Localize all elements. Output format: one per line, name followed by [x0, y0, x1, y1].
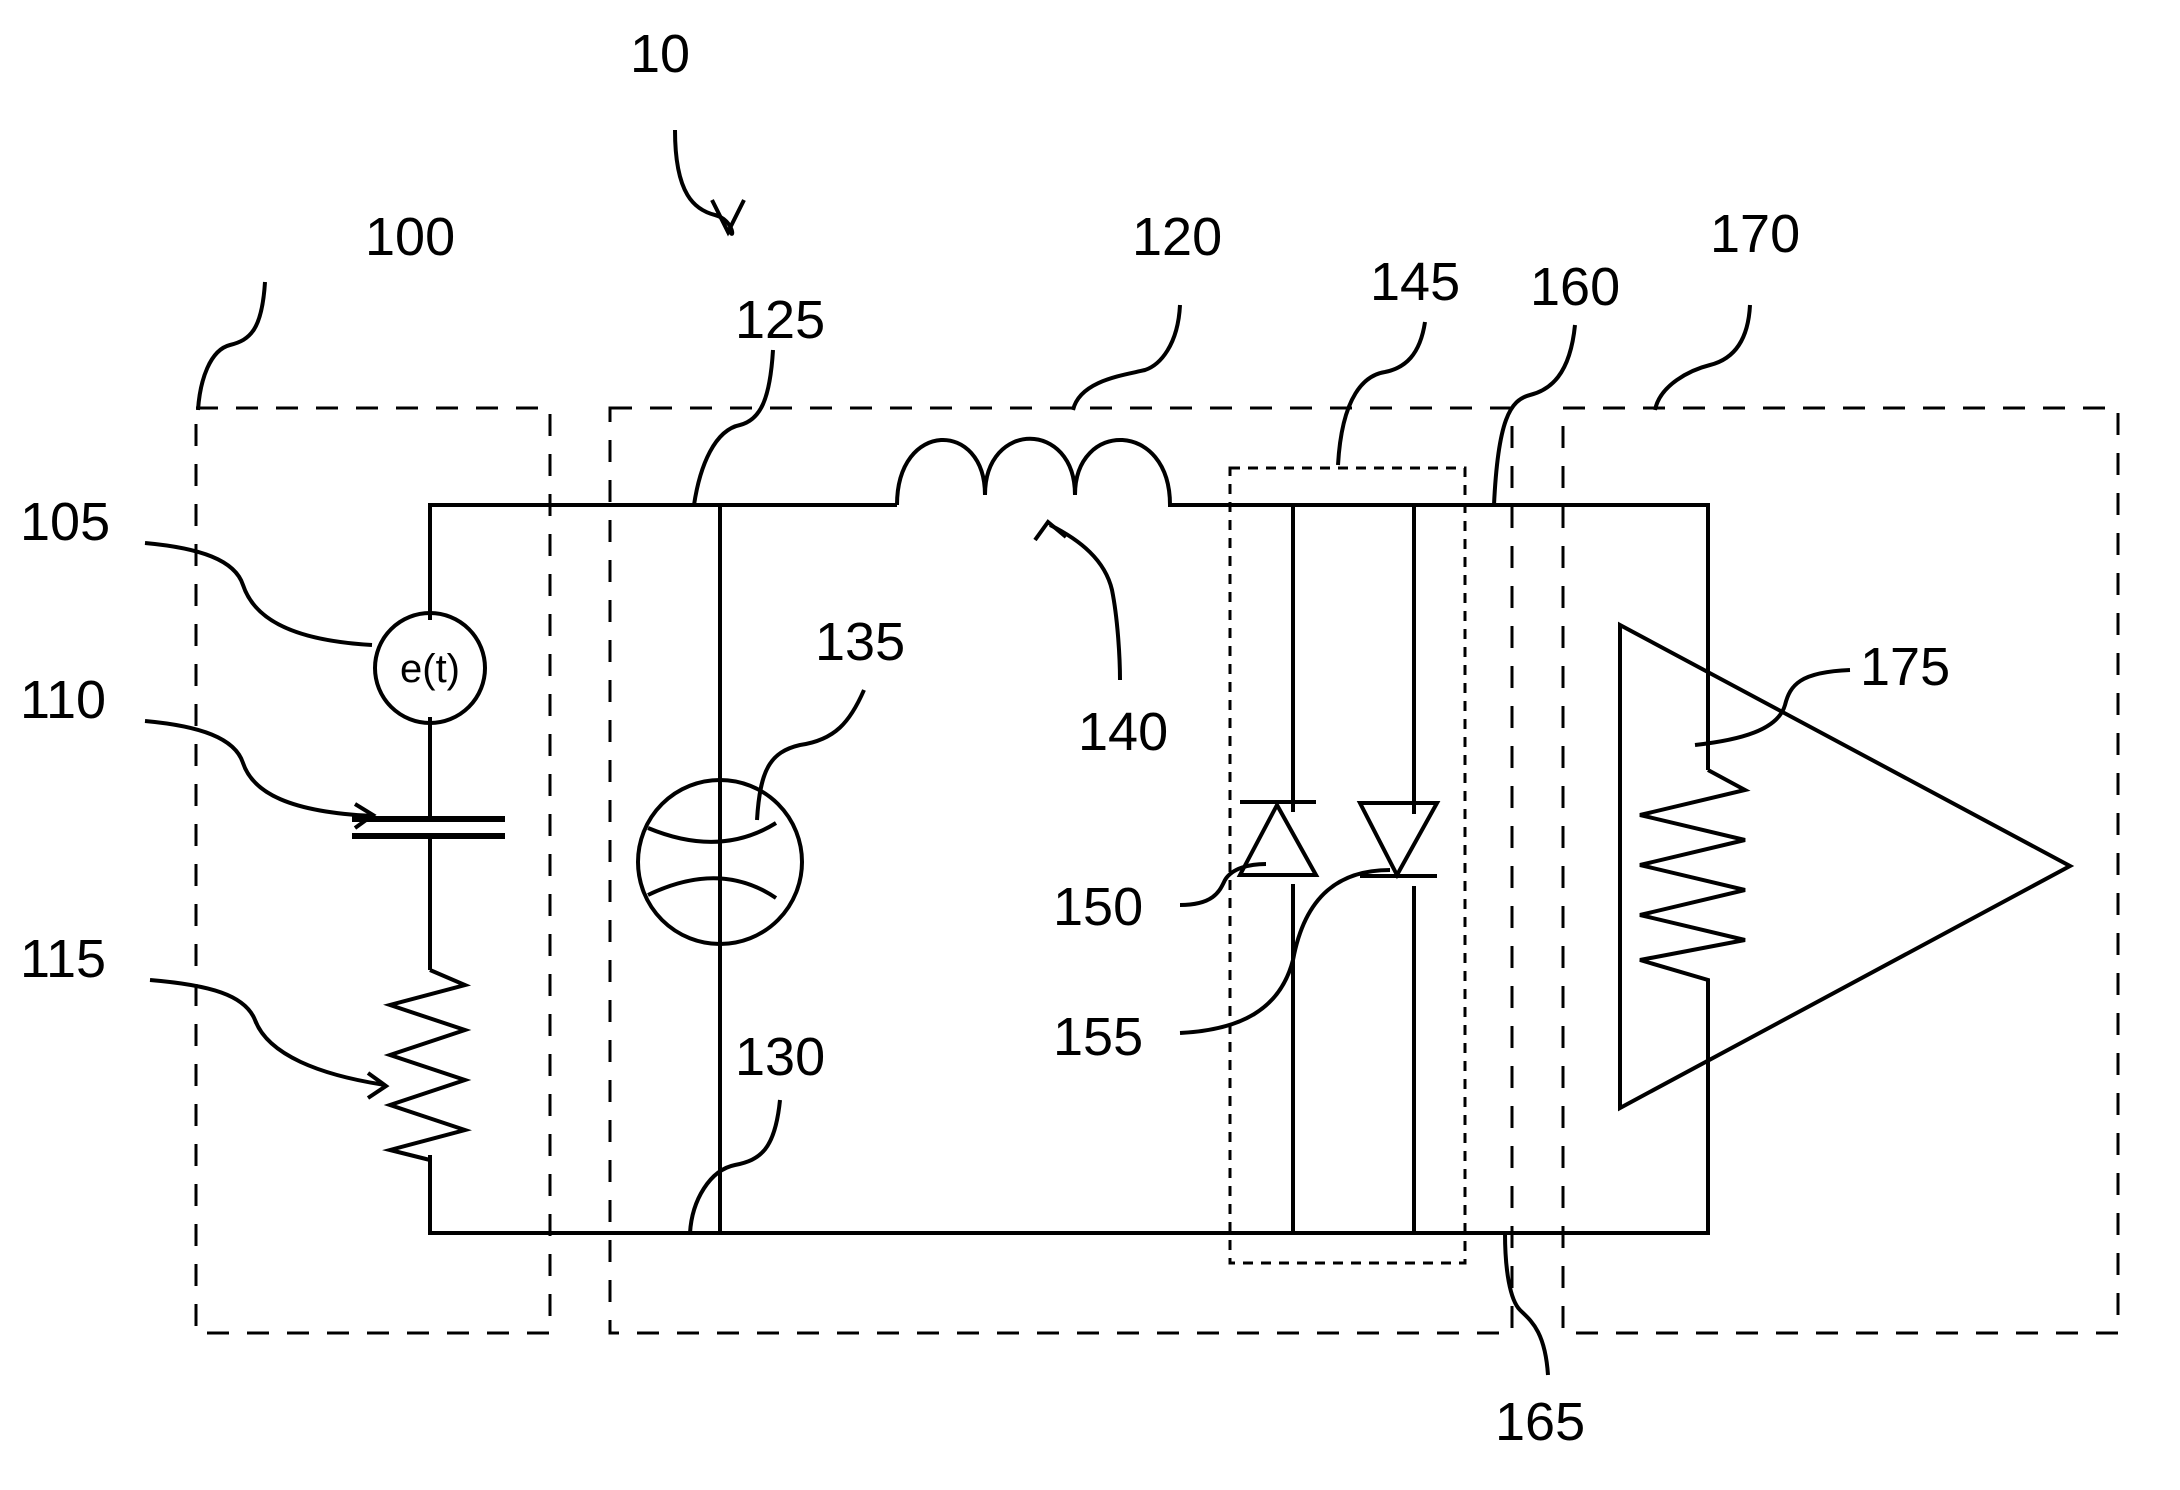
label-145: 145 [1370, 252, 1460, 312]
leader-170 [1653, 304, 1752, 411]
label-100: 100 [365, 207, 455, 267]
capacitor-symbol [352, 816, 505, 839]
leader-135 [755, 689, 866, 821]
label-165: 165 [1495, 1392, 1585, 1452]
source-resistor-symbol [382, 968, 472, 1162]
leader-110 [144, 719, 373, 818]
leader-150 [1179, 862, 1267, 907]
wiring [428, 503, 1710, 1235]
voltage-source: e(t) [373, 611, 487, 725]
voltage-source-text: e(t) [400, 647, 460, 691]
leader-115 [149, 978, 386, 1087]
label-105: 105 [20, 492, 110, 552]
inductor-symbol [895, 436, 1175, 507]
protection-block-boundary [608, 406, 1514, 1335]
reference-labels: 10 100 105 110 115 120 125 130 135 140 1… [20, 24, 1950, 1452]
source-top-wire [428, 503, 897, 620]
label-110: 110 [20, 670, 106, 730]
amplifier-symbol [1618, 621, 2075, 1112]
leader-155 [1179, 868, 1391, 1035]
source-bottom-wire [428, 1130, 1710, 1235]
diode-block-boundary [1228, 466, 1467, 1265]
leader-140 [1049, 523, 1122, 681]
label-130: 130 [735, 1027, 825, 1087]
arrow-10-head [710, 199, 746, 237]
leader-105 [144, 541, 373, 647]
label-125: 125 [735, 290, 825, 350]
arrow-110-head [353, 802, 377, 830]
leader-120 [1071, 304, 1182, 411]
label-120: 120 [1132, 207, 1222, 267]
label-10: 10 [630, 24, 690, 84]
voltage-source-circle [373, 611, 487, 725]
label-160: 160 [1530, 257, 1620, 317]
leader-100 [196, 281, 267, 411]
label-170: 170 [1710, 204, 1800, 264]
load-resistor-symbol [1639, 768, 1751, 1130]
leader-lines [144, 129, 1851, 1376]
leader-165 [1503, 1232, 1550, 1376]
leader-160 [1492, 324, 1577, 506]
diode-150-symbol [1236, 800, 1320, 877]
label-115: 115 [20, 929, 106, 989]
label-155: 155 [1053, 1007, 1143, 1067]
source-block-boundary [194, 406, 552, 1335]
leader-10 [673, 129, 735, 236]
leader-130 [688, 1099, 782, 1234]
top-output-wire [1175, 503, 1710, 770]
leader-145 [1336, 321, 1427, 466]
label-150: 150 [1053, 877, 1143, 937]
diode-155-symbol [1356, 801, 1441, 880]
leader-125 [692, 349, 775, 506]
leader-175 [1694, 668, 1851, 747]
arrow-140-head [1033, 519, 1068, 542]
arrow-115-head [366, 1071, 390, 1100]
label-175: 175 [1860, 637, 1950, 697]
label-140: 140 [1078, 702, 1168, 762]
gas-discharge-tube [636, 778, 804, 946]
load-block-boundary [1561, 406, 2120, 1335]
label-135: 135 [815, 612, 905, 672]
